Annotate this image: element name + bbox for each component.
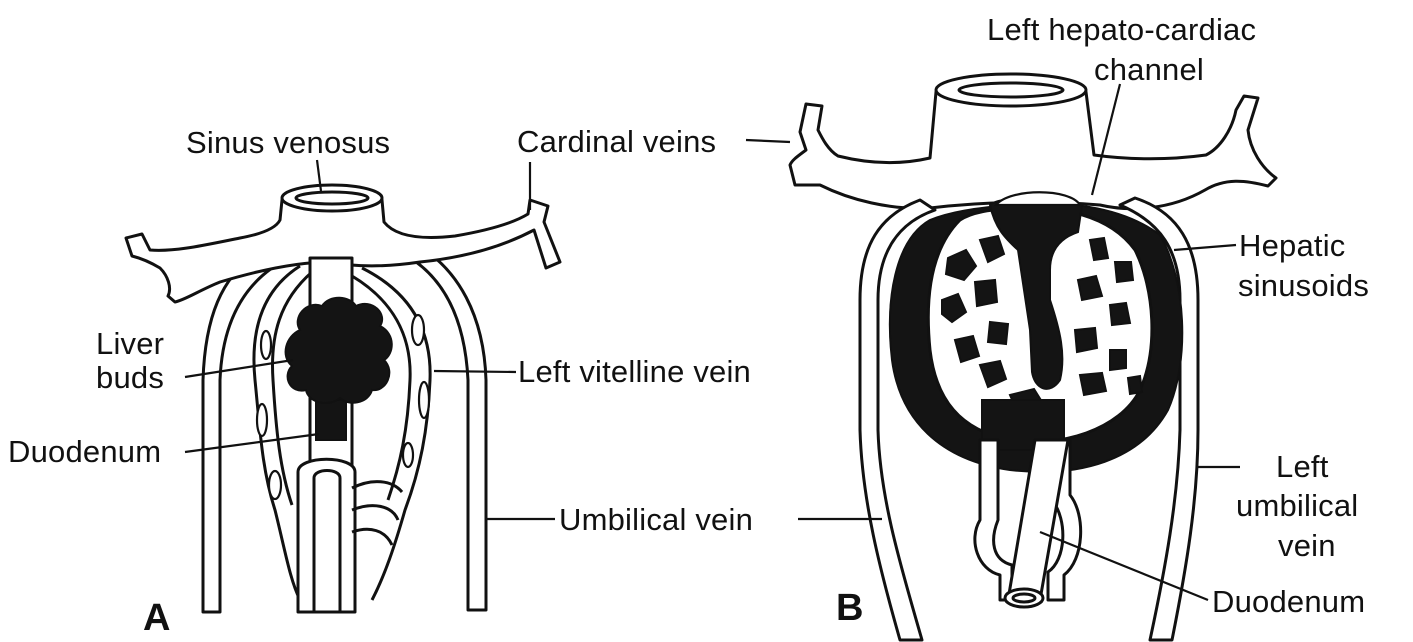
panel-letter-a: A [143,597,170,639]
liver-buds-a [286,298,392,403]
label-umbilical-vein: Umbilical vein [559,502,753,537]
label-left-hepato-cardiac-2: channel [1094,52,1204,87]
duodenum-b-end [1005,589,1043,607]
sinusoid-loop-a [419,382,429,418]
sinusoid-blob [1090,238,1108,260]
label-left-umbilical-2: umbilical [1236,488,1358,523]
cardinal-veins-b [790,92,1276,209]
sinusoid-blob [1115,262,1133,282]
label-hepatic-sinusoids-2: sinusoids [1238,268,1369,303]
sinusoid-loop-a [412,315,424,345]
leader-left-vitelline-vein [434,371,516,372]
sinusoid-blob [1110,350,1126,370]
label-duodenum-b: Duodenum [1212,584,1365,619]
sinusoid-blob [1080,373,1106,395]
panel-letter-b: B [836,587,863,629]
label-duodenum-a: Duodenum [8,434,161,469]
sinusoid-loop-a [261,331,271,359]
panel-a-drawing [126,185,560,612]
anastomoses-a [352,482,402,545]
label-liver-buds-1: Liver [96,326,164,361]
sinusoid-blob [1128,376,1142,394]
label-cardinal-veins: Cardinal veins [517,124,716,159]
leader-liver-buds [185,360,293,377]
sinusoid-blob [975,280,997,306]
label-left-umbilical-1: Left [1276,449,1329,484]
leader-cardinal-veins-b [746,140,790,142]
label-hepatic-sinusoids-1: Hepatic [1239,228,1346,263]
label-left-vitelline-vein: Left vitelline vein [518,354,751,389]
sinusoid-blob [988,322,1008,344]
umbilical-vein-a-right [400,242,486,610]
sinusoid-blob [1110,303,1130,325]
duodenum-a-shade [316,400,346,440]
sinusoid-loop-a [257,404,267,436]
sinusoid-loop-a [269,471,281,499]
label-left-hepato-cardiac-1: Left hepato-cardiac [987,12,1256,47]
label-sinus-venosus: Sinus venosus [186,125,390,160]
label-left-umbilical-3: vein [1278,528,1336,563]
panel-b-drawing [790,74,1276,640]
sinusoid-loop-a [403,443,413,467]
sinusoid-blob [1075,328,1097,352]
label-liver-buds-2: buds [96,360,164,395]
